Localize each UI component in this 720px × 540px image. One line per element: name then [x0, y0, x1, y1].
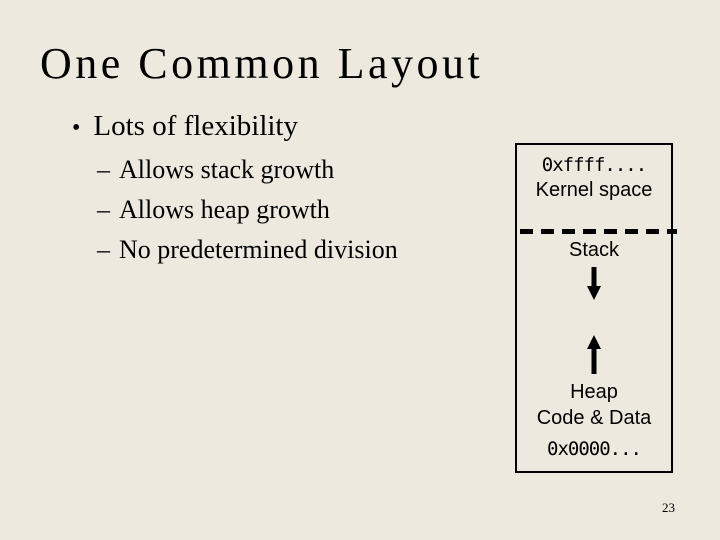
- sub-bullet-text: Allows stack growth: [119, 155, 335, 184]
- bottom-address-label: 0x0000...: [547, 438, 642, 460]
- bullet-marker: •: [72, 115, 81, 141]
- stack-label: Stack: [568, 239, 620, 261]
- heap-growth-up-arrow-icon: [587, 335, 601, 374]
- sub-bullet-list: – Allows stack growth – Allows heap grow…: [97, 150, 398, 270]
- top-address-label: 0xffff....: [541, 154, 647, 176]
- stack-growth-down-arrow-icon: [587, 267, 601, 300]
- sub-bullet-text: No predetermined division: [119, 235, 398, 264]
- sub-bullet-dash: –: [97, 195, 110, 224]
- kernel-boundary-dashed-line: [520, 229, 677, 234]
- sub-bullet-no-division: – No predetermined division: [97, 230, 398, 270]
- kernel-space-label: Kernel space: [535, 179, 653, 201]
- heap-label: Heap: [570, 381, 618, 403]
- sub-bullet-dash: –: [97, 155, 110, 184]
- code-and-data-label: Code & Data: [536, 407, 652, 429]
- slide-title: One Common Layout: [40, 39, 484, 88]
- sub-bullet-dash: –: [97, 235, 110, 264]
- bullet-main-text: Lots of flexibility: [93, 110, 298, 142]
- sub-bullet-heap-growth: – Allows heap growth: [97, 190, 398, 230]
- sub-bullet-text: Allows heap growth: [119, 195, 330, 224]
- memory-layout-diagram: 0xffff.... Kernel space Stack Heap Code …: [515, 143, 677, 473]
- sub-bullet-stack-growth: – Allows stack growth: [97, 150, 398, 190]
- bullet-main: • Lots of flexibility: [72, 110, 298, 143]
- page-number: 23: [662, 500, 675, 515]
